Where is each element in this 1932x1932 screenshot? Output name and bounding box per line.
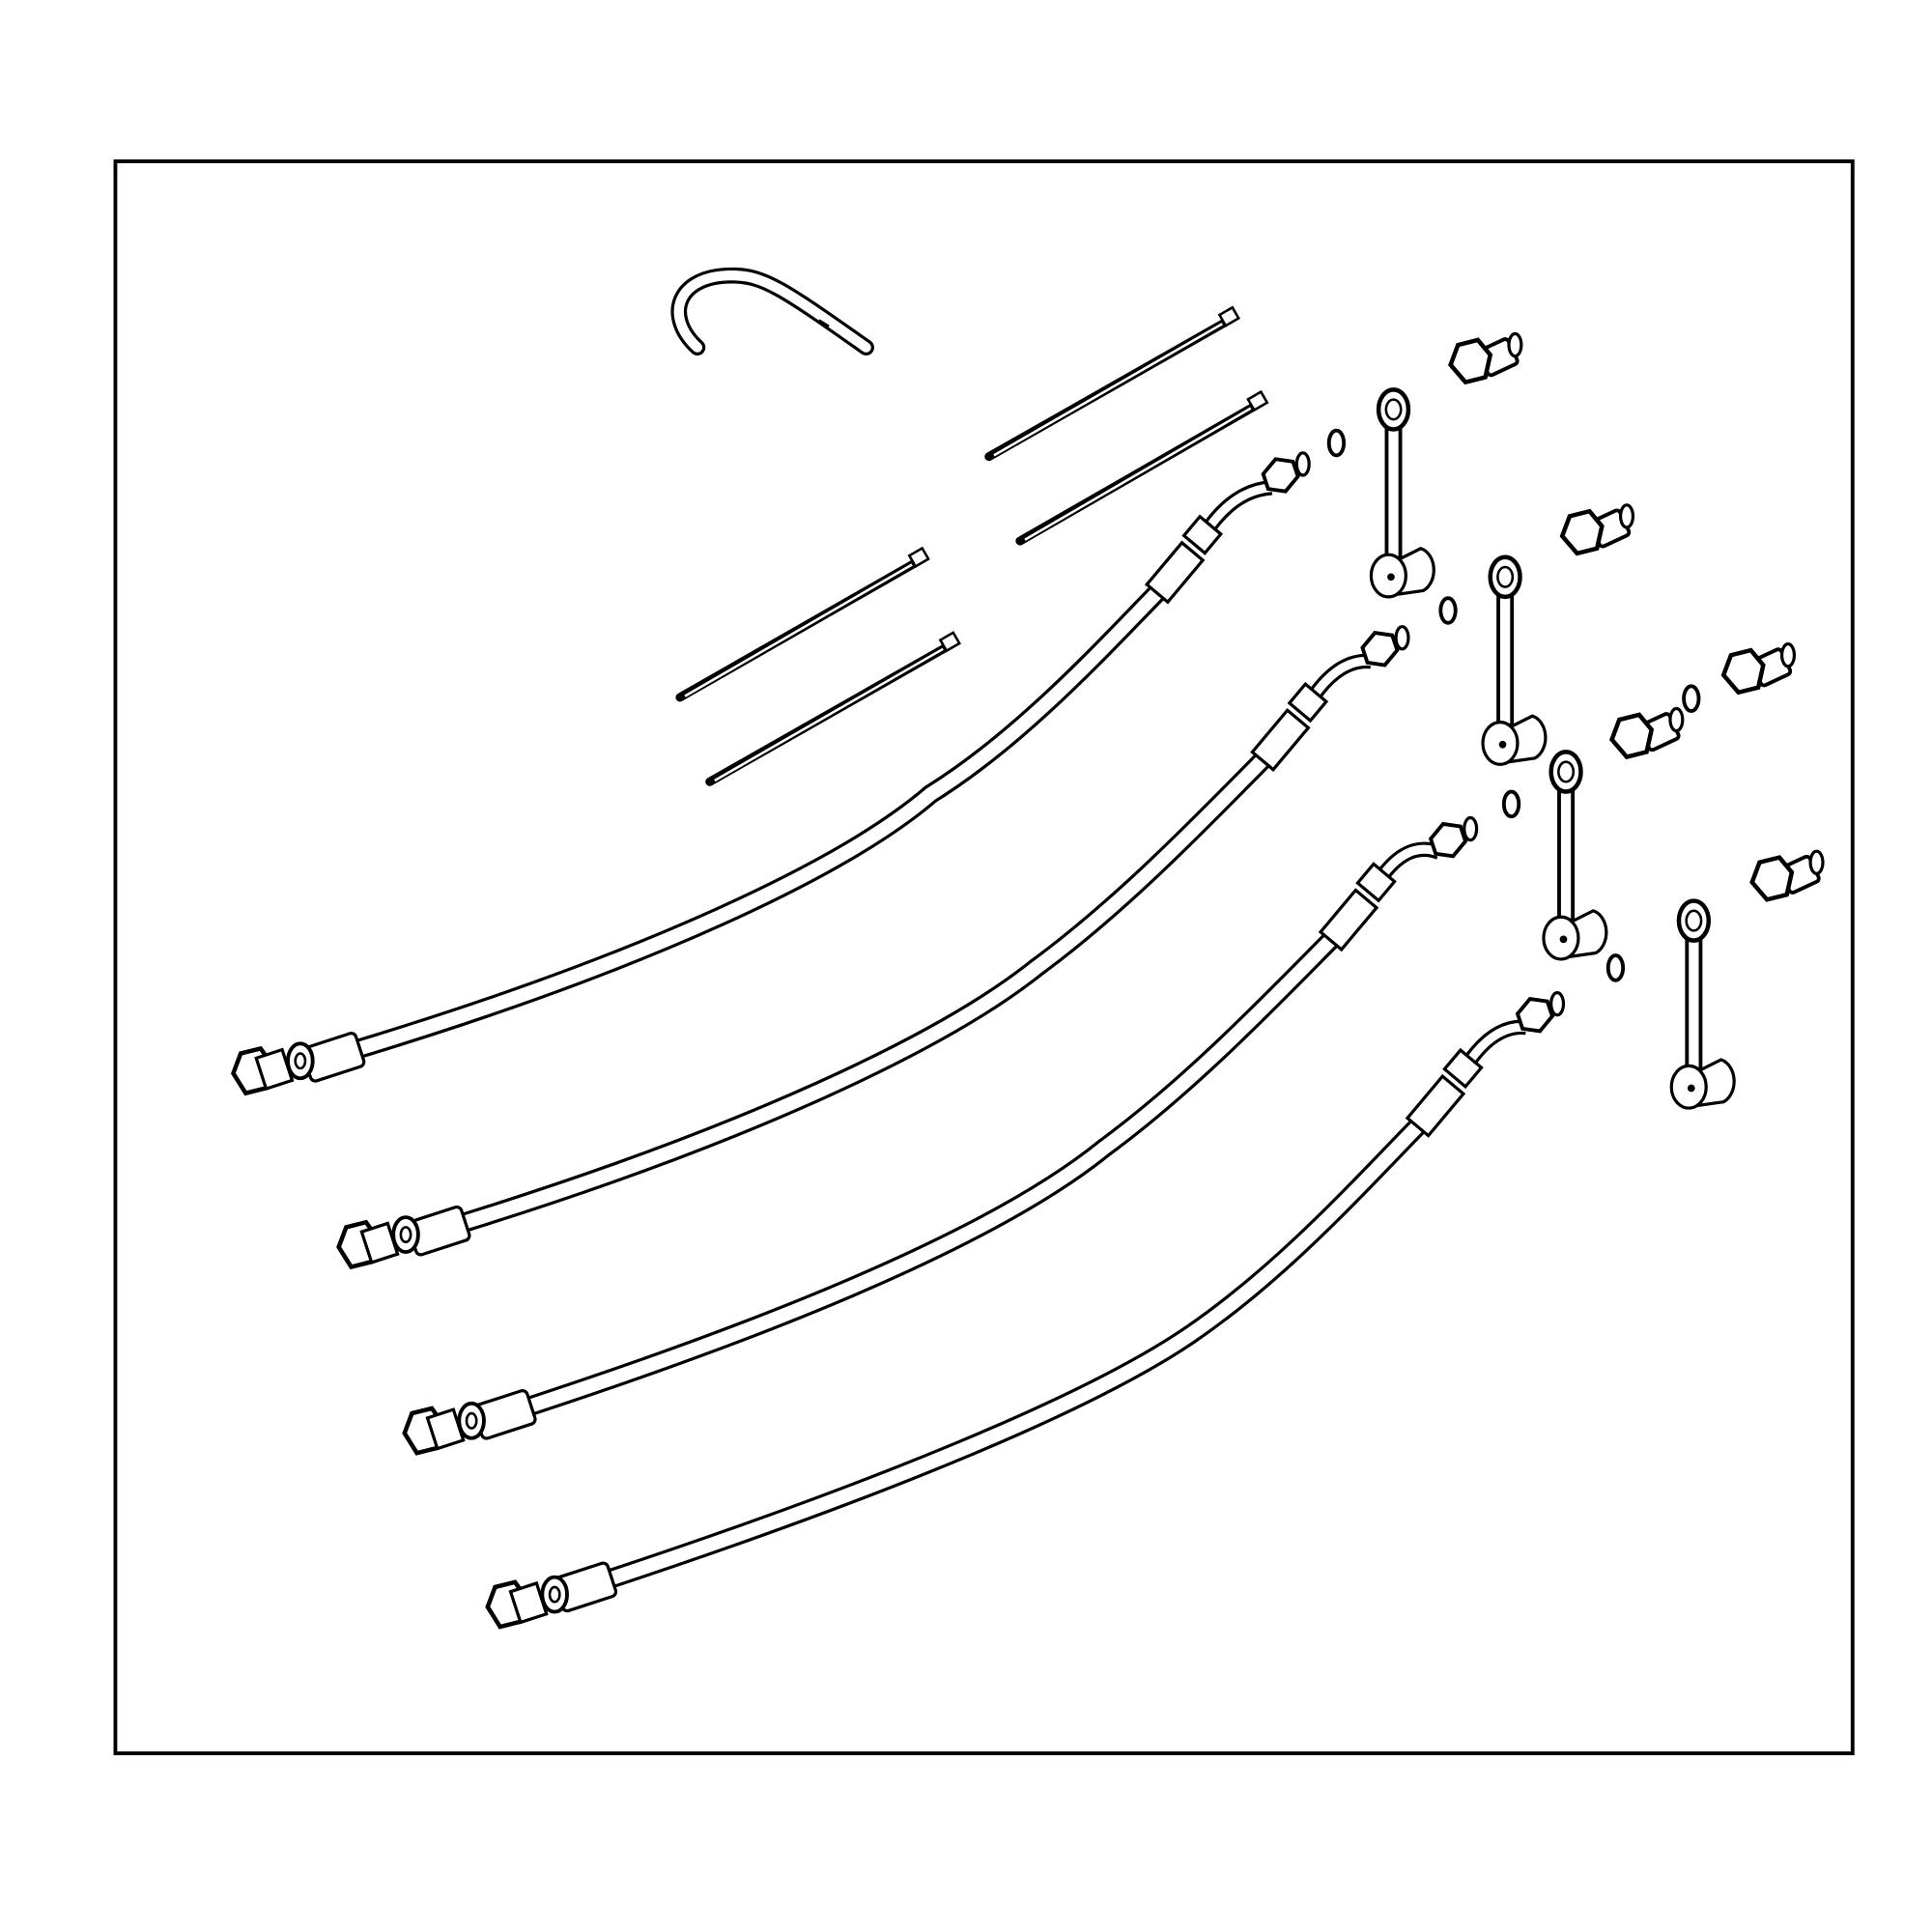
adapter-nut [1749, 849, 1825, 902]
adapter-nut [1448, 331, 1523, 385]
washer [1501, 789, 1521, 819]
cable-tie [675, 546, 930, 702]
cable-tie [705, 631, 961, 786]
hose-assembly [485, 991, 1566, 1630]
j-pipe [670, 267, 874, 356]
adapter-nut [1720, 642, 1797, 696]
hose-assembly [336, 625, 1410, 1270]
washer [1438, 596, 1458, 625]
cable-tie [1015, 389, 1269, 546]
hose-assembly [402, 815, 1479, 1456]
washer [1682, 684, 1701, 713]
adapter-nut [1609, 706, 1685, 760]
banjo-fitting [1369, 387, 1435, 599]
cable-tie [984, 305, 1240, 462]
washer [1326, 428, 1347, 458]
banjo-fitting [1542, 750, 1608, 961]
banjo-fitting [1669, 898, 1736, 1110]
frame-border [113, 159, 1855, 1755]
hose-assembly [230, 451, 1311, 1096]
washer [1605, 953, 1626, 982]
adapter-nut [1559, 503, 1635, 556]
banjo-fitting [1481, 554, 1548, 766]
